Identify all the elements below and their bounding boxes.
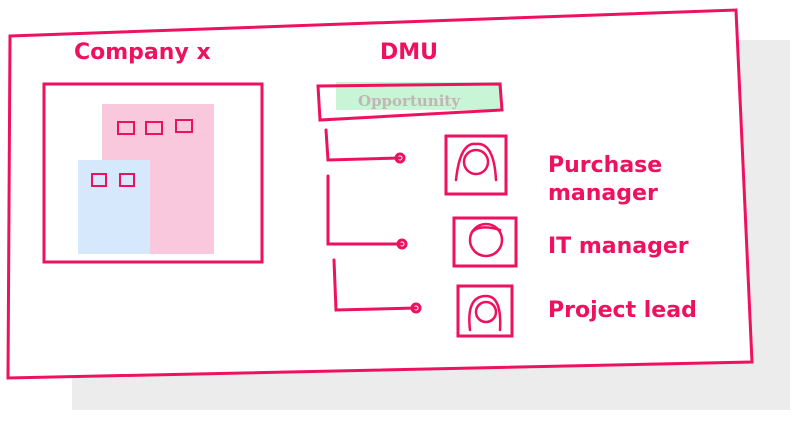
company-title: Company x <box>74 40 211 65</box>
avatar-faces <box>454 142 504 332</box>
avatar-frames <box>444 134 518 338</box>
opportunity-box <box>316 82 504 122</box>
member-purchase-manager: Purchase manager <box>548 152 662 208</box>
outer-frame <box>6 8 754 380</box>
building-short <box>78 160 150 254</box>
opportunity-label: Opportunity <box>358 92 461 110</box>
dmu-title: DMU <box>380 40 439 65</box>
member-it-manager: IT manager <box>548 234 689 259</box>
member-project-lead: Project lead <box>548 298 697 323</box>
building-windows <box>91 119 193 187</box>
connectors <box>324 128 422 314</box>
member-role: manager <box>548 181 658 206</box>
company-frame <box>42 82 264 264</box>
member-role: Purchase <box>548 153 663 178</box>
